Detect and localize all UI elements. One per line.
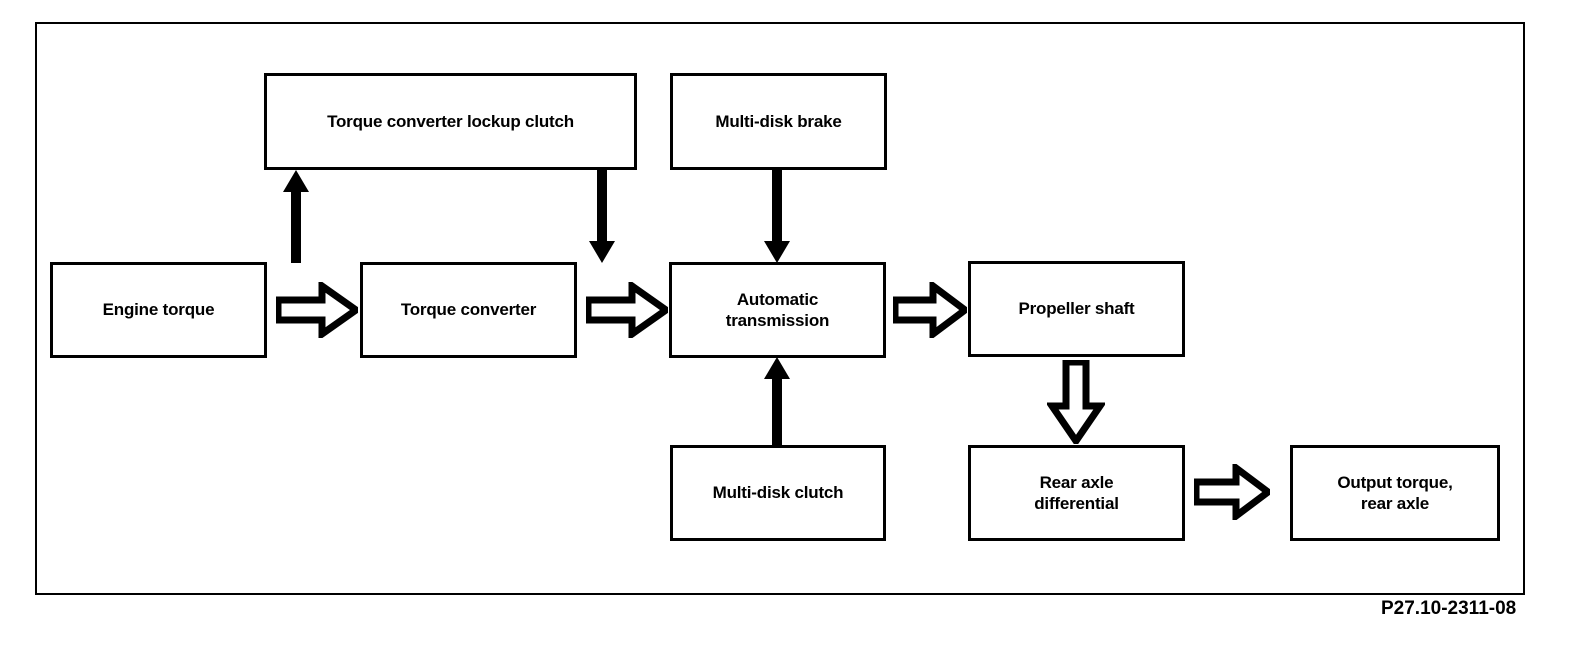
node-engine-torque: Engine torque	[50, 262, 267, 358]
node-label-multi-disk-brake: Multi-disk brake	[715, 111, 842, 131]
arrow-down-solid-icon	[587, 169, 617, 263]
arrow-up-solid-icon	[281, 170, 311, 263]
arrow-up-solid-icon	[762, 357, 792, 446]
node-label-automatic-transmission: Automatic transmission	[725, 289, 830, 330]
arrow-right-hollow-icon	[893, 282, 967, 338]
node-label-lockup-clutch: Torque converter lockup clutch	[327, 111, 574, 131]
arrow-right-hollow-icon	[1194, 464, 1270, 520]
node-propeller-shaft: Propeller shaft	[968, 261, 1185, 357]
arrow-down-hollow-icon	[1047, 360, 1105, 444]
arrow-right-hollow-icon	[276, 282, 358, 338]
figure-caption: P27.10-2311-08	[1381, 598, 1517, 619]
node-label-engine-torque: Engine torque	[102, 300, 215, 320]
node-automatic-transmission: Automatic transmission	[669, 262, 886, 358]
node-output-torque-rear-axle: Output torque, rear axle	[1290, 445, 1500, 541]
node-multi-disk-clutch: Multi-disk clutch	[670, 445, 886, 541]
node-label-rear-axle-differential: Rear axle differential	[1034, 472, 1119, 513]
node-multi-disk-brake: Multi-disk brake	[670, 73, 887, 170]
node-torque-converter: Torque converter	[360, 262, 577, 358]
arrow-right-hollow-icon	[586, 282, 668, 338]
node-label-propeller-shaft: Propeller shaft	[1018, 299, 1135, 319]
diagram-frame	[35, 22, 1525, 595]
node-rear-axle-differential: Rear axle differential	[968, 445, 1185, 541]
arrow-down-solid-icon	[762, 169, 792, 263]
node-label-torque-converter: Torque converter	[400, 300, 537, 320]
node-label-output-torque: Output torque, rear axle	[1337, 472, 1453, 513]
node-torque-converter-lockup-clutch: Torque converter lockup clutch	[264, 73, 637, 170]
node-label-multi-disk-clutch: Multi-disk clutch	[712, 483, 844, 503]
